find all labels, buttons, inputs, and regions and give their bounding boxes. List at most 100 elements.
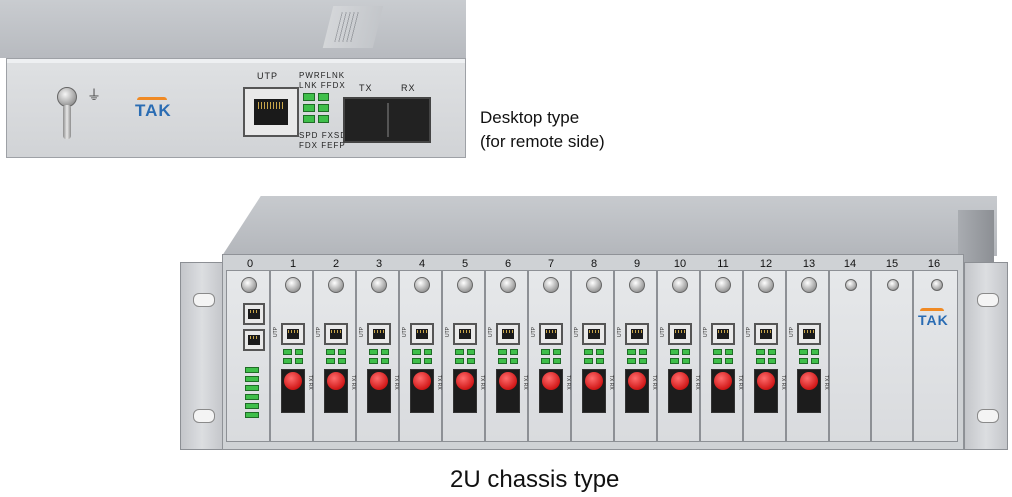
fiber-port-icon[interactable] (343, 97, 431, 143)
thumbscrew-icon[interactable] (628, 277, 645, 293)
card-txrx-label: TX RX (608, 375, 614, 390)
card-utp-label: UTP (617, 327, 623, 337)
thumbscrew-icon[interactable] (284, 277, 301, 293)
utp-label: UTP (257, 71, 278, 81)
rj45-port-icon[interactable] (625, 323, 649, 345)
converter-card: UTP TX RX (356, 270, 399, 442)
rj45-port-icon[interactable] (243, 303, 265, 325)
fiber-port-icon[interactable] (668, 369, 692, 413)
status-leds (369, 349, 389, 364)
fiber-port-icon[interactable] (410, 369, 434, 413)
thumbscrew-icon[interactable] (800, 277, 817, 293)
fiber-port-icon[interactable] (582, 369, 606, 413)
desktop-converter: ⏚ TAK UTP PWRFLNK LNK FFDX SPD FXSD FDX … (0, 0, 470, 160)
rj45-port-icon[interactable] (539, 323, 563, 345)
card-utp-label: UTP (273, 327, 279, 337)
chassis-caption: 2U chassis type (450, 466, 620, 493)
thumbscrew-icon[interactable] (413, 277, 430, 293)
thumbscrew-icon[interactable] (757, 277, 774, 293)
card-txrx-label: TX RX (479, 375, 485, 390)
card-utp-label: UTP (660, 327, 666, 337)
slot-number: 9 (633, 258, 641, 270)
thumbscrew-icon[interactable] (671, 277, 688, 293)
slot-number: 0 (246, 258, 254, 270)
fiber-dust-cap (499, 372, 517, 390)
fiber-dust-cap (671, 372, 689, 390)
rj45-port-icon[interactable] (453, 323, 477, 345)
converter-card: UTP TX RX (399, 270, 442, 442)
rack-mount-slot-icon (193, 409, 215, 423)
thumbscrew-icon[interactable] (714, 277, 731, 293)
status-leds (799, 349, 819, 364)
rj45-port-icon[interactable] (797, 323, 821, 345)
card-txrx-label: TX RX (350, 375, 356, 390)
rj45-port-icon[interactable] (668, 323, 692, 345)
fiber-port-icon[interactable] (281, 369, 305, 413)
card-utp-label: UTP (402, 327, 408, 337)
fiber-dust-cap (370, 372, 388, 390)
thumbscrew-icon[interactable] (585, 277, 602, 293)
screw-icon (931, 279, 943, 291)
status-leds (326, 349, 346, 364)
rack-ear-right (964, 262, 1008, 450)
card-utp-label: UTP (359, 327, 365, 337)
status-led (303, 115, 315, 123)
fiber-dust-cap (413, 372, 431, 390)
fiber-dust-cap (585, 372, 603, 390)
fiber-port-icon[interactable] (754, 369, 778, 413)
rj45-port-icon[interactable] (367, 323, 391, 345)
card-txrx-label: TX RX (823, 375, 829, 390)
thumbscrew-icon[interactable] (542, 277, 559, 293)
rj45-port-icon[interactable] (754, 323, 778, 345)
fiber-port-icon[interactable] (539, 369, 563, 413)
status-led (245, 394, 259, 400)
blank-panel (829, 270, 871, 442)
thumbscrew-icon[interactable] (327, 277, 344, 293)
converter-card: UTP TX RX (485, 270, 528, 442)
converter-card: UTP TX RX (313, 270, 356, 442)
management-card (226, 270, 270, 442)
status-led (317, 115, 329, 123)
thumbscrew-icon[interactable] (370, 277, 387, 293)
fiber-port-icon[interactable] (324, 369, 348, 413)
rj45-port-icon[interactable] (281, 323, 305, 345)
rj45-port-icon[interactable] (496, 323, 520, 345)
rj45-port-icon[interactable] (711, 323, 735, 345)
card-txrx-label: TX RX (393, 375, 399, 390)
rj45-port-icon[interactable] (582, 323, 606, 345)
thumbscrew-icon[interactable] (241, 277, 257, 293)
fiber-port-icon[interactable] (711, 369, 735, 413)
thumbscrew-icon[interactable] (456, 277, 473, 293)
thumbscrew-icon[interactable] (499, 277, 516, 293)
rack-mount-slot-icon (977, 409, 999, 423)
fiber-dust-cap (714, 372, 732, 390)
slot-number: 8 (590, 258, 598, 270)
converter-card: UTP TX RX (442, 270, 485, 442)
slot-number: 12 (759, 258, 773, 270)
fiber-port-icon[interactable] (625, 369, 649, 413)
fiber-port-icon[interactable] (797, 369, 821, 413)
fiber-port-icon[interactable] (367, 369, 391, 413)
rack-ear-left (180, 262, 224, 450)
slot-number: 5 (461, 258, 469, 270)
status-leds (541, 349, 561, 364)
slot-number: 4 (418, 258, 426, 270)
rj45-port-icon[interactable] (243, 87, 299, 137)
desktop-caption-line-2: (for remote side) (480, 132, 605, 151)
card-txrx-label: TX RX (436, 375, 442, 390)
led-label-row-1: PWRFLNK (299, 71, 346, 80)
rj45-port-icon[interactable] (243, 329, 265, 351)
rj45-port-icon[interactable] (324, 323, 348, 345)
fiber-dust-cap (456, 372, 474, 390)
slot-number: 3 (375, 258, 383, 270)
brand-logo: TAK (135, 97, 172, 121)
status-leds (245, 367, 259, 418)
chassis-top-cover (222, 196, 997, 256)
fiber-port-icon[interactable] (496, 369, 520, 413)
fiber-port-icon[interactable] (453, 369, 477, 413)
status-leds (455, 349, 475, 364)
converter-card: UTP TX RX (571, 270, 614, 442)
rj45-port-icon[interactable] (410, 323, 434, 345)
status-led (317, 104, 329, 112)
card-utp-label: UTP (488, 327, 494, 337)
